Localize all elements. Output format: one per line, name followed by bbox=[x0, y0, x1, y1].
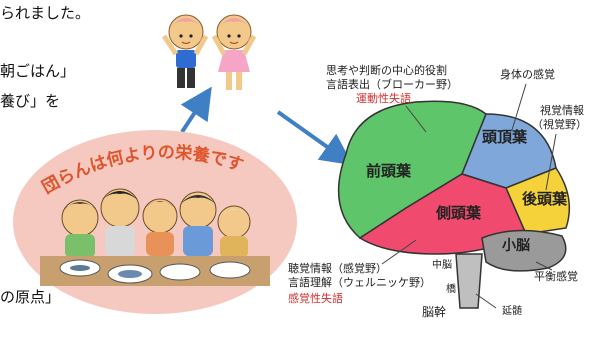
auditory-label-3: 感覚性失語 bbox=[288, 291, 343, 305]
midbrain-label: 中脳 bbox=[432, 258, 452, 271]
top-label-3: 運動性失語 bbox=[356, 91, 411, 105]
auditory-label-1: 聴覚情報（感覚野） bbox=[288, 262, 387, 275]
family-meal-illustration bbox=[13, 130, 297, 314]
brainstem bbox=[455, 253, 483, 309]
balance-label: 平衡感覚 bbox=[534, 270, 578, 283]
auditory-label-2: 言語理解（ウェルニッケ野） bbox=[288, 275, 431, 289]
banner: 団らんは何よりの栄養です bbox=[40, 142, 246, 198]
text-fragment-4: の原点」 bbox=[0, 288, 61, 306]
frontal-lobe bbox=[337, 100, 487, 239]
brain-diagram: 前頭葉 頭頂葉 後頭葉 側頭葉 小脳 思考や判断の中心的役割 言語表出（ブローカ… bbox=[288, 63, 587, 319]
occipital-label: 後頭葉 bbox=[521, 190, 568, 208]
svg-text:団らんは何よりの栄養です: 団らんは何よりの栄養です bbox=[40, 142, 246, 198]
boy-figure bbox=[161, 14, 209, 88]
top-label-1: 思考や判断の中心的役割 bbox=[326, 63, 447, 77]
children-illustration bbox=[161, 14, 257, 90]
cerebellum bbox=[481, 229, 567, 272]
dinner-table bbox=[40, 256, 270, 286]
medulla-label: 延髄 bbox=[502, 304, 522, 317]
visual-label-2: （視覚野） bbox=[532, 117, 587, 131]
text-fragment-1: られました。 bbox=[0, 4, 91, 22]
temporal-label: 側頭葉 bbox=[435, 204, 482, 222]
top-label-2: 言語表出（ブローカー野） bbox=[326, 77, 458, 91]
brainstem-label: 脳幹 bbox=[422, 304, 446, 319]
girl-figure bbox=[211, 14, 257, 90]
visual-label-1: 視覚情報 bbox=[540, 103, 584, 117]
parietal-label: 頭頂葉 bbox=[482, 128, 528, 146]
arrow-to-brain bbox=[276, 110, 354, 166]
family-figures bbox=[61, 188, 251, 258]
cerebellum-label: 小脳 bbox=[502, 237, 530, 254]
frontal-label: 前頭葉 bbox=[366, 162, 412, 180]
text-fragment-3: 養び」を bbox=[0, 92, 61, 110]
text-fragment-2: 朝ごはん」 bbox=[0, 62, 76, 80]
pons-label: 橋 bbox=[446, 282, 456, 295]
arrow-up-to-children bbox=[180, 86, 212, 134]
banner-text: 団らんは何よりの栄養です bbox=[40, 142, 246, 198]
body-sense-label: 身体の感覚 bbox=[500, 67, 555, 81]
